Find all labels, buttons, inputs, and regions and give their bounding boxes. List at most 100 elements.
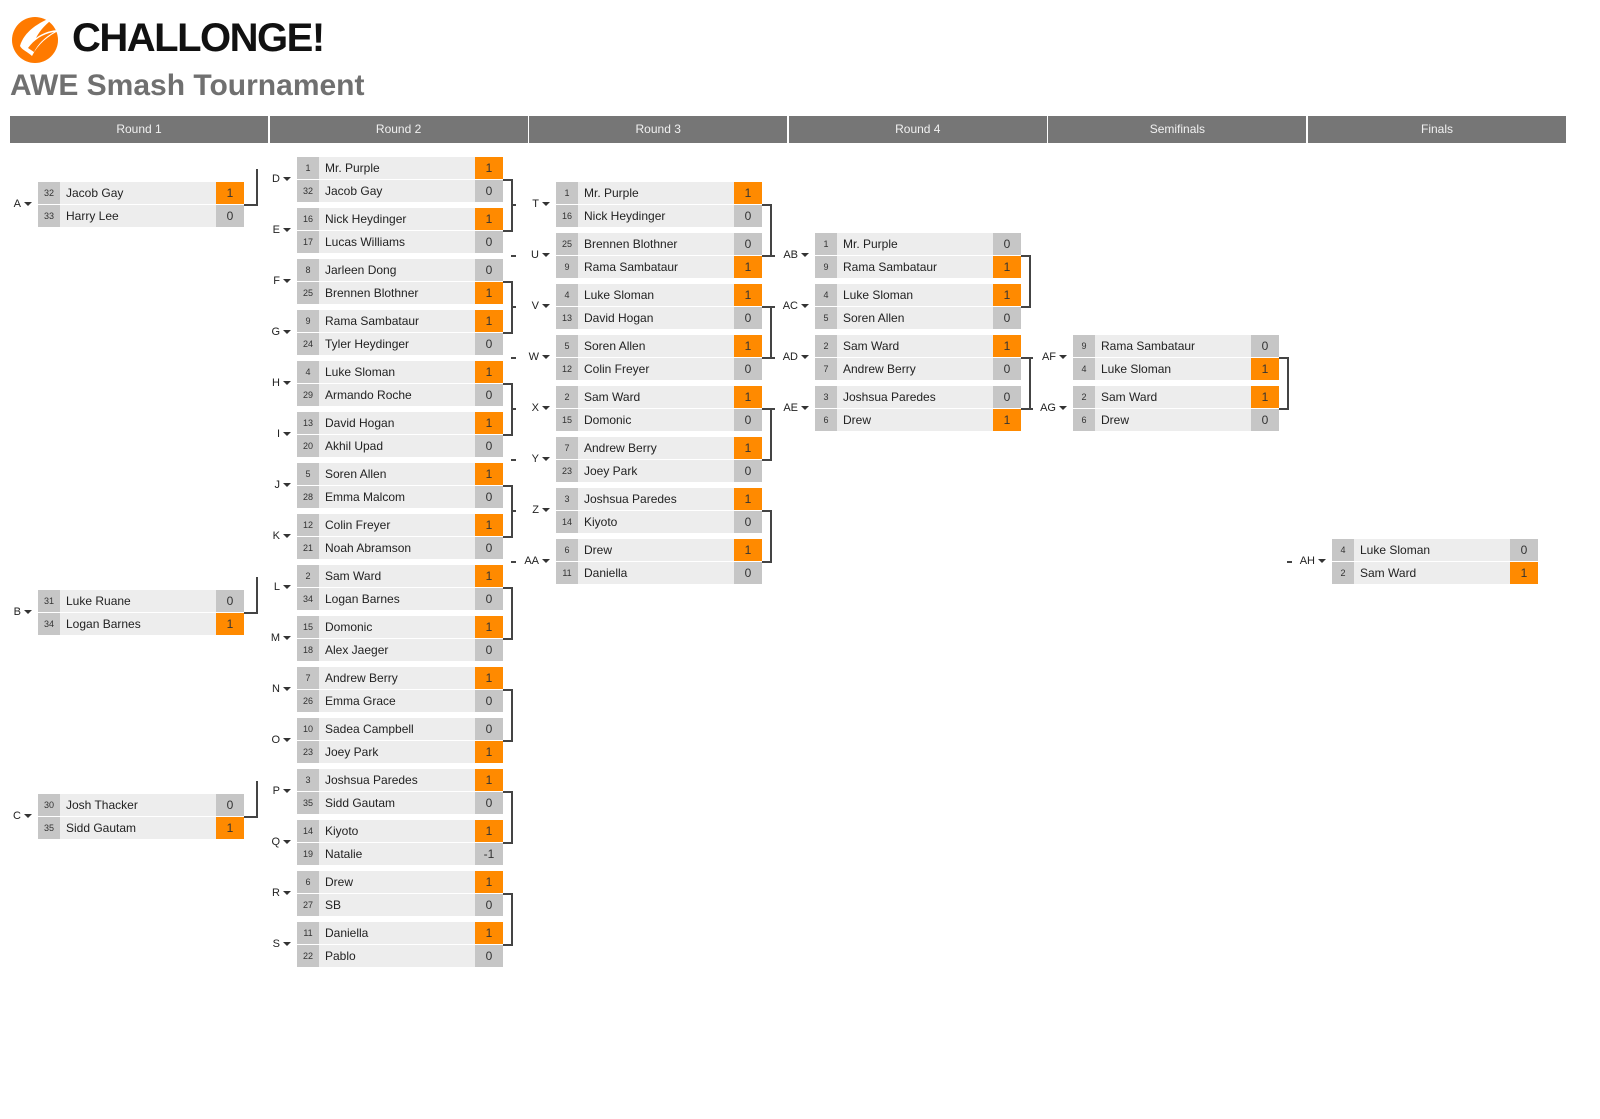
match-label-m[interactable]: M xyxy=(261,632,291,644)
participant-name[interactable]: Luke Sloman xyxy=(1354,539,1515,561)
participant-name[interactable]: Daniella xyxy=(319,922,480,944)
match-label-e[interactable]: E xyxy=(261,224,291,236)
match-label-g[interactable]: G xyxy=(261,326,291,338)
participant-name[interactable]: Soren Allen xyxy=(319,463,480,485)
participant-name[interactable]: Luke Sloman xyxy=(837,284,998,306)
participant-name[interactable]: Sam Ward xyxy=(837,335,998,357)
match-label-ah[interactable]: AH xyxy=(1296,555,1326,567)
match-label-af[interactable]: AF xyxy=(1037,351,1067,363)
participant-name[interactable]: Emma Malcom xyxy=(319,486,480,508)
participant-name[interactable]: Joey Park xyxy=(319,741,480,763)
participant-name[interactable]: Sam Ward xyxy=(578,386,739,408)
participant-name[interactable]: Harry Lee xyxy=(60,205,221,227)
participant-name[interactable]: Domonic xyxy=(578,409,739,431)
match-label-q[interactable]: Q xyxy=(261,836,291,848)
match-label-p[interactable]: P xyxy=(261,785,291,797)
participant-name[interactable]: Sadea Campbell xyxy=(319,718,480,740)
participant-name[interactable]: Soren Allen xyxy=(578,335,739,357)
match-label-ag[interactable]: AG xyxy=(1037,402,1067,414)
participant-name[interactable]: Sidd Gautam xyxy=(319,792,480,814)
participant-name[interactable]: Lucas Williams xyxy=(319,231,480,253)
participant-name[interactable]: Sam Ward xyxy=(319,565,480,587)
match-label-n[interactable]: N xyxy=(261,683,291,695)
participant-name[interactable]: Nick Heydinger xyxy=(319,208,480,230)
participant-name[interactable]: Drew xyxy=(1095,409,1256,431)
participant-name[interactable]: Jacob Gay xyxy=(319,180,480,202)
participant-name[interactable]: Soren Allen xyxy=(837,307,998,329)
match-label-s[interactable]: S xyxy=(261,938,291,950)
participant-name[interactable]: Logan Barnes xyxy=(60,613,221,635)
challonge-logo[interactable]: CHALLONGE! xyxy=(10,10,325,64)
participant-name[interactable]: Drew xyxy=(319,871,480,893)
match-label-w[interactable]: W xyxy=(520,351,550,363)
participant-name[interactable]: Natalie xyxy=(319,843,480,865)
match-label-o[interactable]: O xyxy=(261,734,291,746)
participant-name[interactable]: Brennen Blothner xyxy=(578,233,739,255)
participant-name[interactable]: Rama Sambataur xyxy=(1095,335,1256,357)
participant-name[interactable]: Jacob Gay xyxy=(60,182,221,204)
participant-name[interactable]: Armando Roche xyxy=(319,384,480,406)
participant-name[interactable]: Luke Sloman xyxy=(1095,358,1256,380)
match-label-x[interactable]: X xyxy=(520,402,550,414)
participant-name[interactable]: Colin Freyer xyxy=(578,358,739,380)
match-label-y[interactable]: Y xyxy=(520,453,550,465)
participant-name[interactable]: Andrew Berry xyxy=(319,667,480,689)
participant-name[interactable]: Pablo xyxy=(319,945,480,967)
match-label-d[interactable]: D xyxy=(261,173,291,185)
match-label-l[interactable]: L xyxy=(261,581,291,593)
participant-name[interactable]: Luke Ruane xyxy=(60,590,221,612)
participant-name[interactable]: Joshsua Paredes xyxy=(837,386,998,408)
match-label-v[interactable]: V xyxy=(520,300,550,312)
match-label-h[interactable]: H xyxy=(261,377,291,389)
participant-name[interactable]: Kiyoto xyxy=(319,820,480,842)
